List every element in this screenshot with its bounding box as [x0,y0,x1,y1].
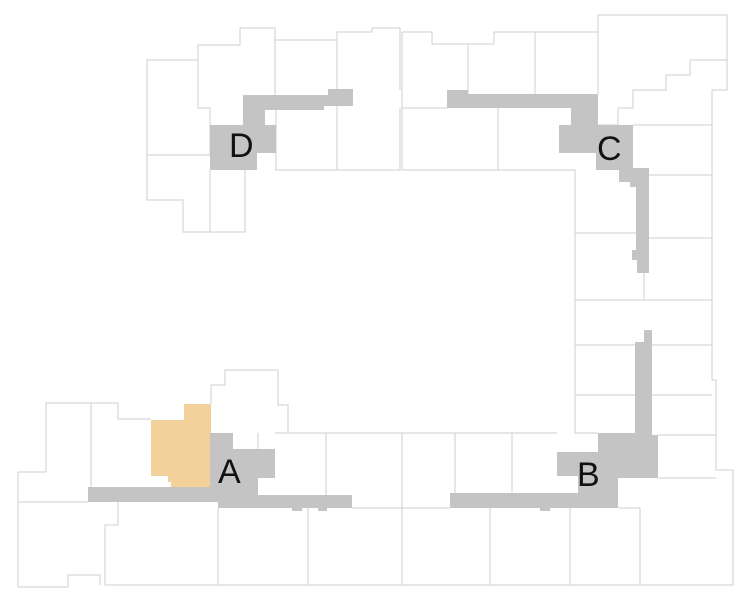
room [17,502,101,588]
room [401,32,576,300]
highlighted-unit[interactable] [151,404,211,487]
corridor-a[interactable] [88,433,352,511]
room [274,40,401,171]
room [575,124,712,301]
zone-label-a: A [218,453,241,491]
zone-labels: A B C D [218,127,622,494]
room [104,502,119,585]
room [275,432,557,585]
corridors [88,89,658,511]
room [197,27,401,90]
room [574,300,716,479]
room [210,369,289,449]
room-outlines [17,14,734,588]
room [17,402,151,503]
corridor-d[interactable] [210,89,353,170]
zone-label-d: D [229,127,254,165]
zone-label-b: B [577,456,600,494]
room [597,32,728,300]
room [146,155,246,233]
room [402,107,499,170]
corridor-b[interactable] [450,330,658,511]
room [402,14,728,94]
room [217,507,640,585]
zone-label-c: C [597,130,622,168]
corridor-c[interactable] [447,90,649,273]
room [146,59,211,156]
